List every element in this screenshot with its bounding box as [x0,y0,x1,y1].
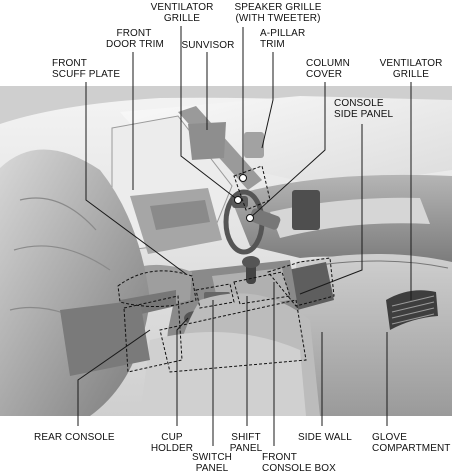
interior-photo [0,86,452,416]
leader-a-pillar-trim [261,52,274,149]
column-cover-outline [233,165,271,211]
leader-cup-holder [176,317,189,426]
side-wall-outline [159,299,307,373]
column-shroud [249,208,281,230]
shift-panel-outline [233,271,291,305]
marker-dots [234,174,254,222]
label-sunvisor: SUNVISOR [181,40,235,51]
leader-rear-console [77,329,151,426]
sun-visor [188,122,226,160]
rear-console-outline [123,295,183,373]
console-side-panel-outline [267,257,335,307]
rear-view-mirror [244,132,264,158]
right-vent-slats [391,295,435,325]
label-speaker-grille: SPEAKER GRILLE(WITH TWEETER) [234,2,322,24]
marker-speaker [239,174,247,182]
label-side-wall: SIDE WALL [298,432,352,443]
marker-vent-left [234,196,242,204]
leader-front-scuff-plate [85,82,187,275]
shift-knob [242,256,260,268]
leader-lines [77,26,412,446]
leader-console-side-panel [299,124,363,295]
right-vent [386,290,438,330]
door-handle-area [150,200,210,230]
center-display [292,190,320,230]
label-rear-console: REAR CONSOLE [34,432,115,443]
marker-column [246,214,254,222]
passenger-cushion [140,332,306,416]
seat-stitch-1 [19,197,97,231]
part-outlines [117,165,335,373]
leader-column-cover [249,82,326,219]
headliner [0,86,452,124]
seat-stitch-2 [13,245,111,271]
rear-console-shape [60,300,150,376]
front-console-box-outline [117,270,197,308]
switch-panel-outline [195,283,235,309]
leader-ventilator-grille-left [180,26,239,201]
